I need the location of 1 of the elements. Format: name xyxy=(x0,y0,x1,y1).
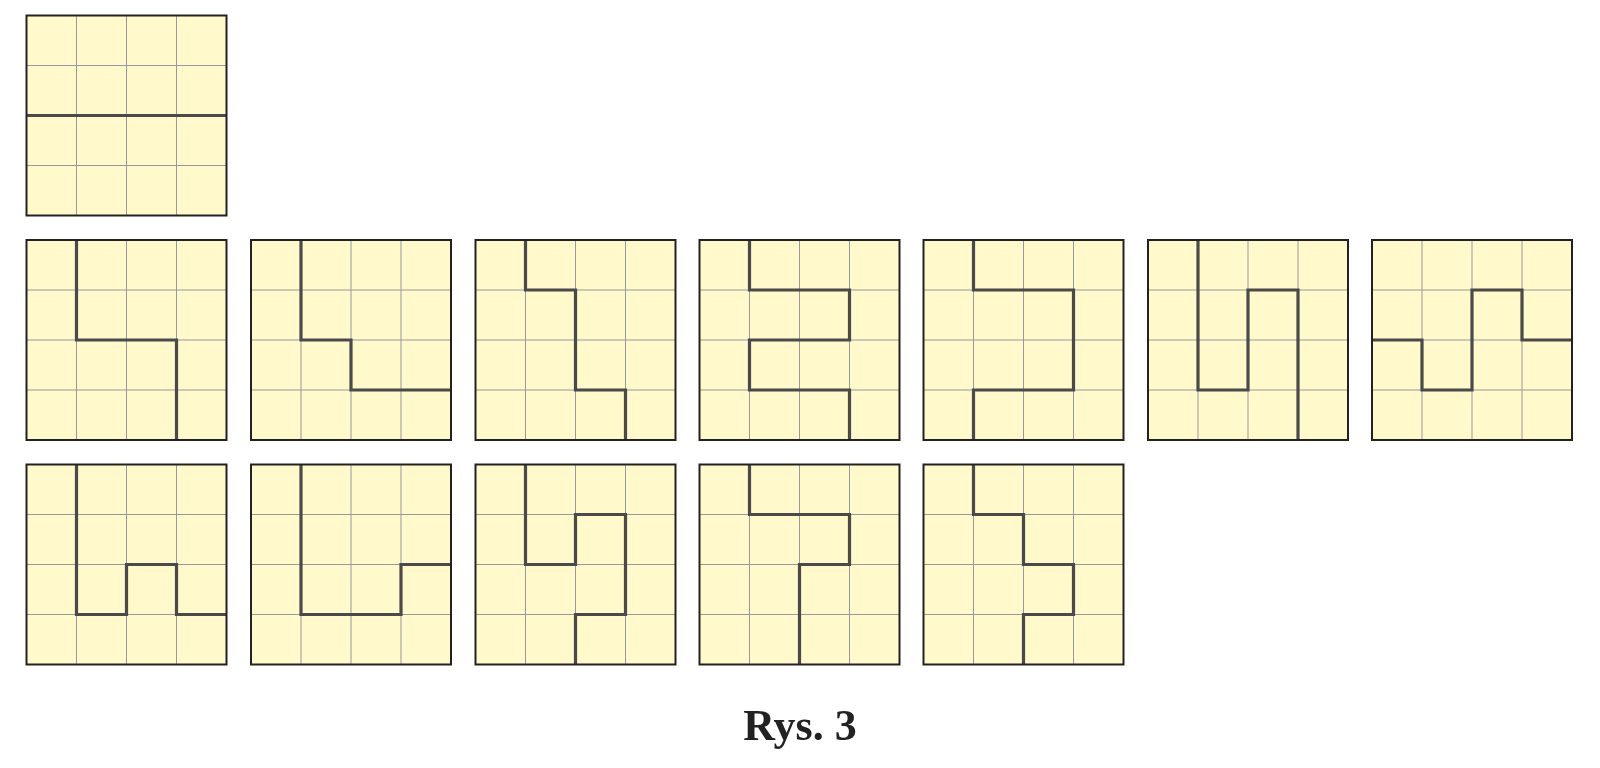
figure-caption: Rys. 3 xyxy=(743,700,857,751)
